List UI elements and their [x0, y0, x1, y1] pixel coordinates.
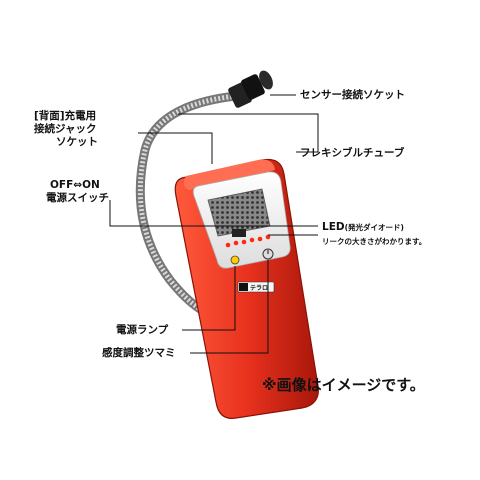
led-1 [225, 242, 231, 248]
callout-lines [109, 94, 319, 354]
label-sensitivity-knob: 感度調整ツマミ [102, 347, 176, 359]
led-5 [257, 236, 263, 242]
led-3 [241, 239, 247, 245]
front-panel [192, 171, 291, 269]
brand-logo-plate [237, 281, 275, 293]
label-charging-jack-line1: [背面]充電用 [34, 110, 97, 122]
label-led-detail: (発光ダイオード) [344, 223, 404, 232]
led-2 [233, 240, 239, 246]
label-power-switch-line2: 電源スイッチ [46, 192, 109, 204]
label-charging-jack-line3: ソケット [56, 136, 98, 148]
label-power-lamp: 電源ランプ [116, 324, 169, 336]
label-flexible-tube: フレキシブルチューブ [300, 147, 405, 159]
led-indicator-bar [225, 229, 271, 248]
label-led: LED(発光ダイオード) [322, 221, 404, 234]
label-sensor-socket: センサー接続ソケット [300, 89, 405, 101]
label-led-description: リークの大きさがわかります。 [322, 237, 427, 246]
image-disclaimer: ※画像はイメージです。 [262, 376, 425, 394]
brand-logo-text: テラロ [250, 285, 269, 292]
power-lamp [230, 255, 240, 265]
led-6 [265, 234, 271, 240]
led-4 [249, 237, 255, 243]
label-charging-jack-line2: 接続ジャック [34, 123, 97, 135]
flexible-tube [135, 91, 241, 323]
label-power-switch-line1: OFF⇔ON [50, 179, 100, 191]
sensor-socket [228, 70, 273, 108]
label-led-title: LED [322, 221, 345, 233]
